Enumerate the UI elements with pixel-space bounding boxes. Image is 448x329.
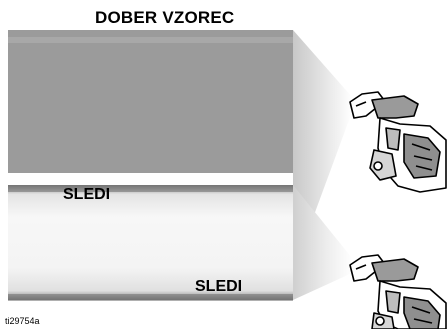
trails-label-top: SLEDI — [63, 186, 111, 203]
tails-pattern-band — [8, 185, 293, 300]
tails-pattern-panel — [8, 185, 352, 301]
tail-stripe-bottom — [8, 294, 293, 301]
good-pattern-rectangle — [8, 30, 293, 173]
tail-stripe-top — [8, 185, 293, 192]
figure-id: ti29754a — [5, 316, 40, 326]
good-pattern-label: DOBER VZOREC — [95, 8, 235, 27]
spray-gun-icon — [349, 91, 447, 193]
spray-gun-icon — [349, 254, 447, 329]
trails-label-bottom: SLEDI — [195, 278, 243, 295]
good-pattern-top-edge — [8, 37, 293, 43]
spray-fan-icon — [293, 185, 352, 300]
